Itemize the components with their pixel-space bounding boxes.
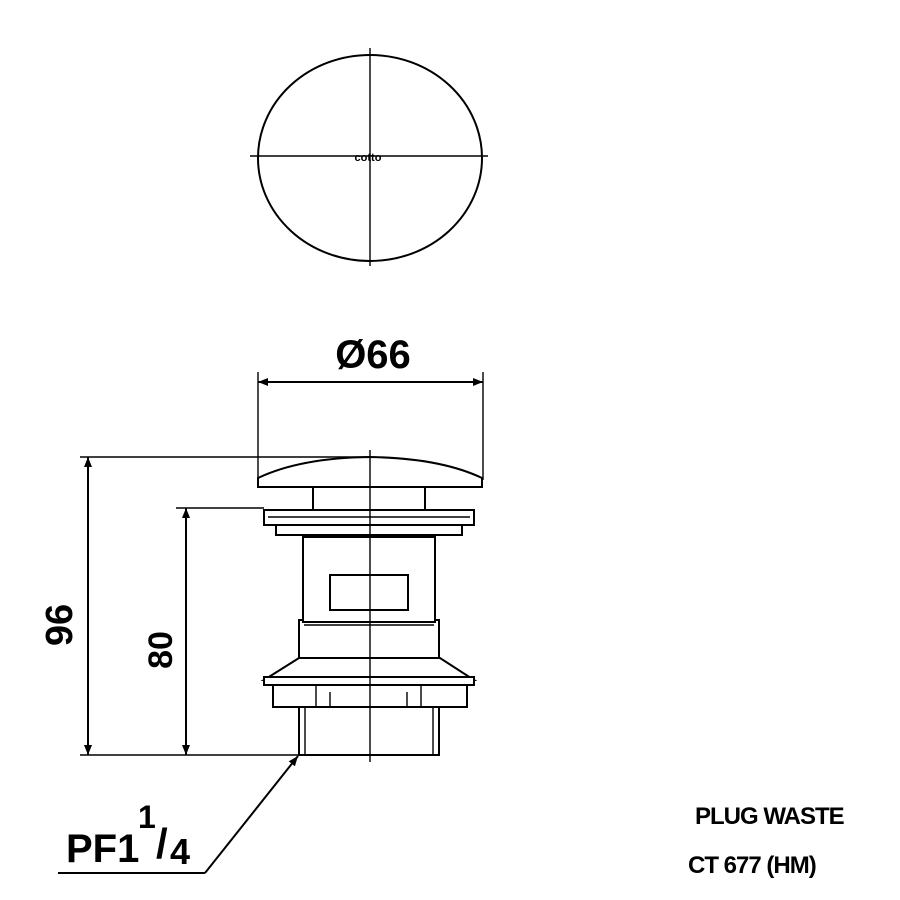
thread-leader-line <box>204 755 299 874</box>
diameter-label: Ø66 <box>335 333 411 377</box>
body-height-label: 80 <box>142 631 180 669</box>
top-view: cotto <box>250 48 488 266</box>
thread-label-slash: / <box>156 820 168 867</box>
side-view <box>257 450 483 762</box>
body-ring <box>298 619 440 659</box>
overflow-slot <box>329 574 409 611</box>
cap-stem <box>312 486 426 511</box>
thread-label-denominator: 4 <box>170 831 190 872</box>
title-product-name: PLUG WASTE <box>695 803 845 830</box>
top-view-logo: cotto <box>355 152 382 164</box>
thread-body <box>298 704 440 756</box>
total-height-label: 96 <box>39 604 81 646</box>
washer-plate <box>263 676 475 686</box>
title-model-code: CT 677 (HM) <box>688 852 817 879</box>
flange-ring-lower <box>275 524 463 536</box>
dimensions: Ø66 96 80 PF1 1 / 4 <box>39 333 484 874</box>
thread-label-numerator: 1 <box>138 799 156 835</box>
thread-label-prefix: PF1 <box>66 827 139 871</box>
